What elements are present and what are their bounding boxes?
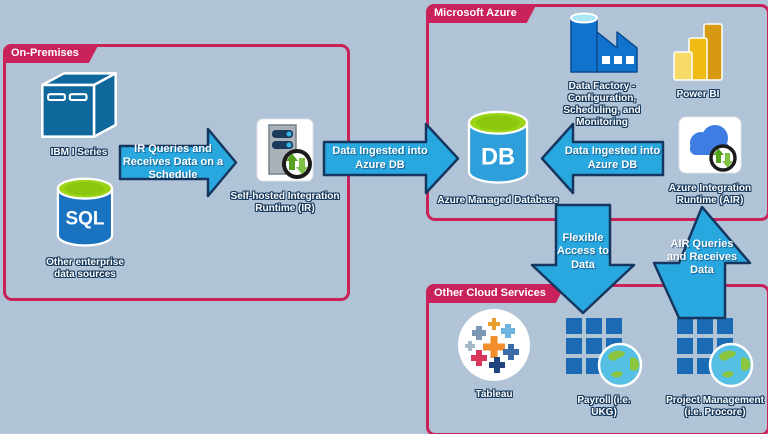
- node-power-bi: Power BI: [660, 22, 736, 101]
- tableau-icon: [457, 308, 531, 387]
- ibm-i-series-server-icon: [37, 60, 121, 145]
- node-sql-source: SQL Other enterprise data sources: [35, 176, 135, 281]
- sql-source-label: Other enterprise data sources: [46, 257, 124, 280]
- project-management-label: Project Management (i.e. Procore): [666, 395, 764, 418]
- azure-managed-database-label: Azure Managed Database: [437, 195, 559, 206]
- group-label-other-cloud-services: Other Cloud Services: [426, 284, 566, 303]
- self-hosted-integration-runtime-icon: [256, 118, 314, 189]
- node-payroll: Payroll (i.e. UKG): [562, 316, 646, 419]
- node-ibm-i-series: IBM I Series: [20, 60, 138, 159]
- arrow-ir-queries-label: IR Queries and Receives Data on a Schedu…: [122, 142, 224, 182]
- group-label-microsoft-azure: Microsoft Azure: [426, 4, 537, 23]
- payroll-label: Payroll (i.e. UKG): [577, 395, 631, 418]
- node-azure-integration-runtime: Azure Integration Runtime (AIR): [658, 116, 762, 207]
- arrow-data-ingested-left: Data Ingested into Azure DB: [540, 122, 665, 195]
- azure-integration-runtime-icon: [678, 116, 742, 181]
- data-factory-icon: [559, 10, 645, 79]
- payroll-grid-globe-icon: [564, 316, 644, 393]
- arrow-data-ingested-right: Data Ingested into Azure DB: [322, 122, 460, 195]
- arrow-data-ingested-right-label: Data Ingested into Azure DB: [332, 145, 428, 171]
- svg-text:SQL: SQL: [66, 209, 105, 230]
- node-project-management: Project Management (i.e. Procore): [660, 316, 768, 419]
- power-bi-icon: [670, 22, 726, 87]
- arrow-flexible-access-down: Flexible Access to Data: [530, 203, 636, 315]
- svg-text:DB: DB: [481, 143, 515, 169]
- self-hosted-integration-runtime-label: Self-hosted Integration Runtime (IR): [230, 191, 340, 214]
- project-management-grid-globe-icon: [675, 316, 755, 393]
- node-tableau: Tableau: [452, 308, 536, 401]
- node-azure-managed-database: DB Azure Managed Database: [436, 110, 560, 207]
- arrow-air-queries-up: AIR Queries and Receives Data: [652, 205, 752, 320]
- node-self-hosted-integration-runtime: Self-hosted Integration Runtime (IR): [220, 118, 350, 215]
- group-label-on-premises: On-Premises: [3, 44, 99, 63]
- arrow-ir-queries-right: IR Queries and Receives Data on a Schedu…: [118, 127, 238, 198]
- power-bi-label: Power BI: [676, 89, 720, 100]
- arrow-air-queries-label: AIR Queries and Receives Data: [666, 237, 738, 277]
- arrow-data-ingested-left-label: Data Ingested into Azure DB: [564, 145, 661, 171]
- arrow-flexible-access-label: Flexible Access to Data: [557, 232, 609, 271]
- sql-database-icon: SQL: [53, 176, 117, 255]
- azure-managed-database-icon: DB: [464, 110, 532, 193]
- ibm-i-series-label: IBM I Series: [50, 147, 108, 158]
- data-factory-label: Data Factory - Configuration, Scheduling…: [563, 81, 641, 128]
- tableau-label: Tableau: [475, 389, 513, 400]
- node-data-factory: Data Factory - Configuration, Scheduling…: [552, 10, 652, 129]
- azure-integration-runtime-label: Azure Integration Runtime (AIR): [668, 183, 752, 206]
